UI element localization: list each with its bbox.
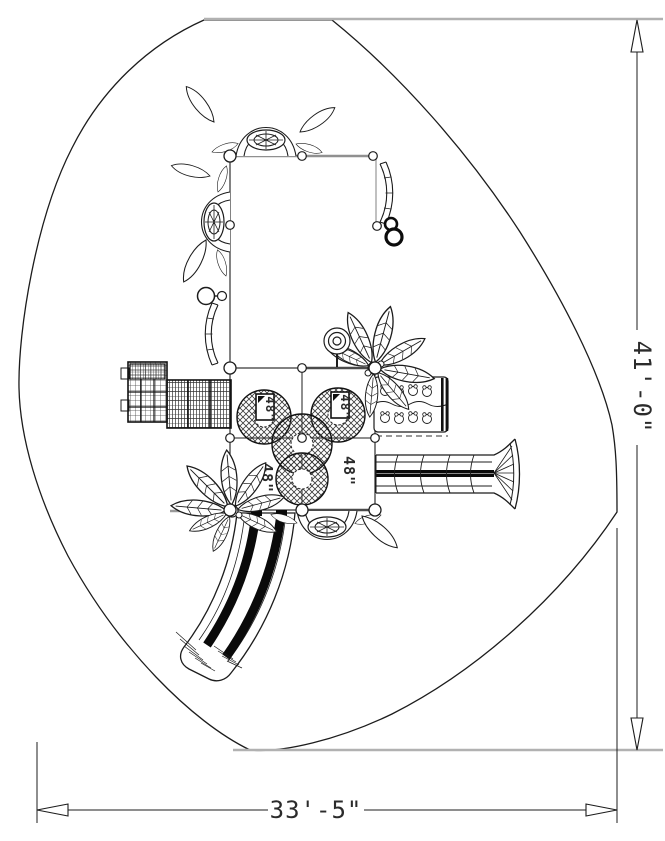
bullseye-topper <box>323 327 351 367</box>
deck-height-label: 48" <box>263 396 278 422</box>
deck-post <box>223 149 237 163</box>
dimension-arrow-left <box>36 803 69 817</box>
bow-climbing-panel-left <box>204 302 219 366</box>
activity-panels <box>120 361 232 429</box>
vertical-dimension: 41'-0" <box>204 17 663 752</box>
slide-exit-fan <box>493 445 515 501</box>
blade-climber <box>180 82 220 127</box>
upper-play-frame <box>169 82 404 368</box>
deck-post <box>225 220 235 230</box>
deck-post <box>368 151 378 161</box>
deck-height-label-lower-right: 48" <box>340 456 358 486</box>
dimension-arrow-down <box>630 717 644 751</box>
dome-climber <box>275 452 329 506</box>
play-area-boundary <box>18 19 618 752</box>
blade-climber <box>177 236 213 286</box>
vertical-dimension-label: 41'-0" <box>628 341 656 434</box>
dimension-arrow-up <box>630 19 644 53</box>
curved-slide <box>175 510 296 682</box>
slide-exit-fan <box>175 631 243 672</box>
horizontal-dimension: 33'-5" <box>36 528 618 824</box>
slide-stripe <box>222 512 286 660</box>
straight-slide <box>375 438 521 510</box>
pod-steps-left <box>196 286 228 306</box>
blade-climber <box>296 102 339 138</box>
arch-wheel-climber-left <box>202 165 231 277</box>
pod-steps-right <box>383 216 404 247</box>
deck-post <box>372 221 382 231</box>
horizontal-dimension-label: 33'-5" <box>270 796 363 824</box>
bow-climbing-panel-right <box>379 161 394 225</box>
deck-height-sign-upper-right: 48" <box>330 391 353 420</box>
deck-height-label: 48" <box>338 394 353 420</box>
dimension-arrow-right <box>585 803 618 817</box>
deck-post <box>297 151 307 161</box>
blade-climber <box>169 159 212 182</box>
deck-height-sign-upper-left: 48" <box>255 393 278 422</box>
